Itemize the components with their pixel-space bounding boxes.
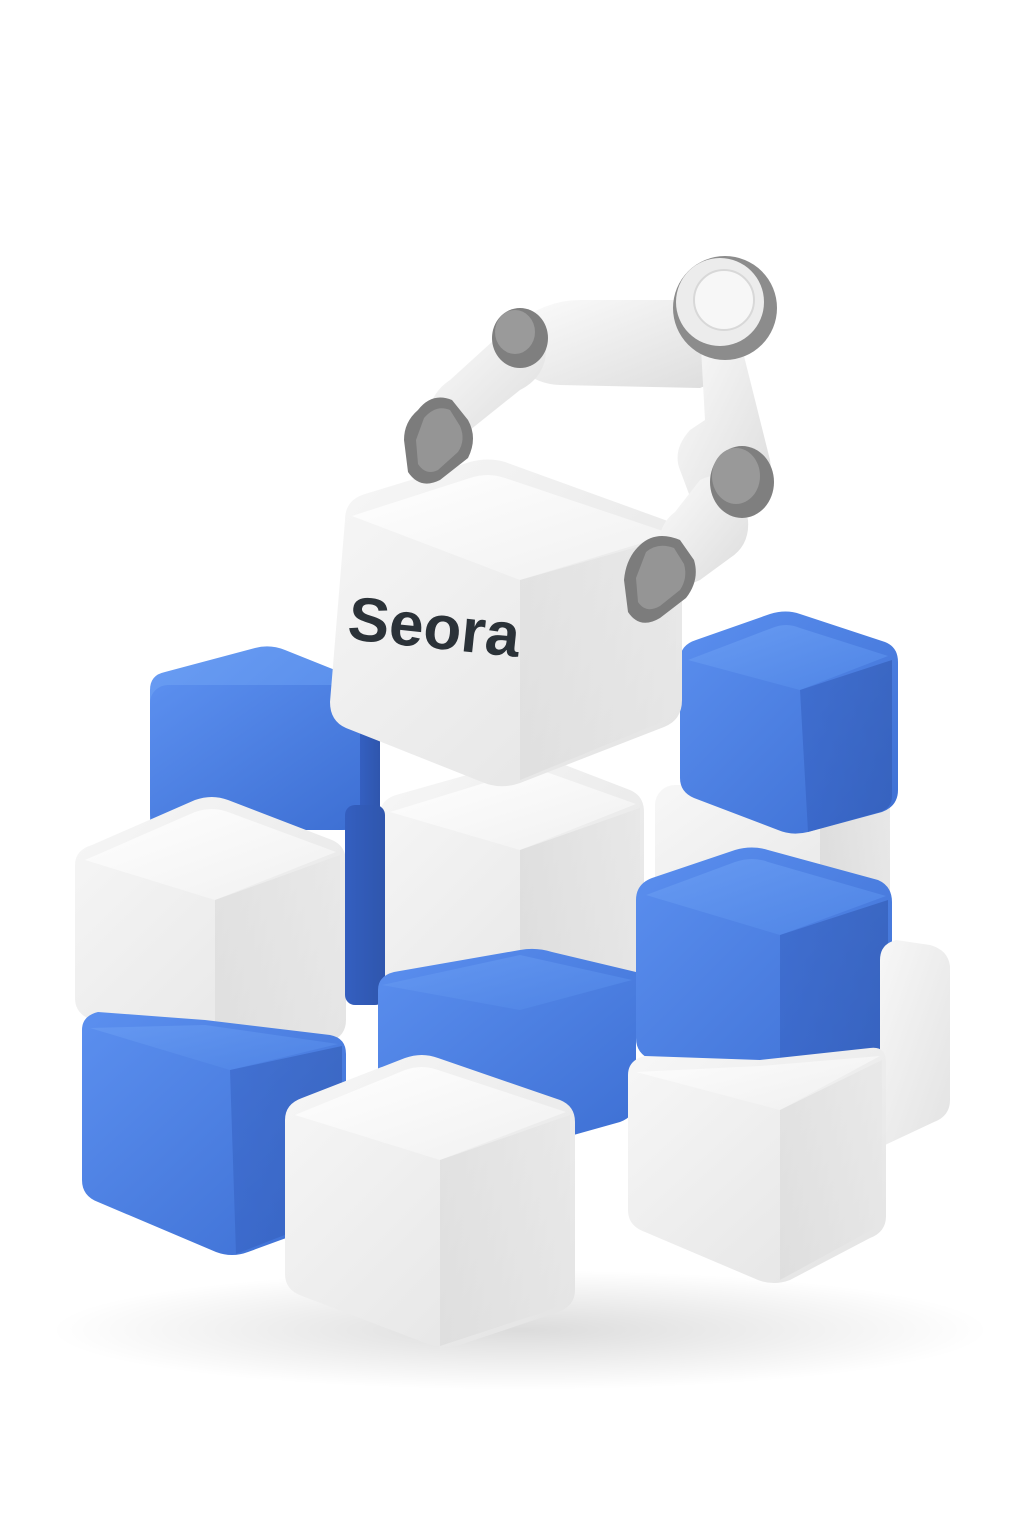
cube-blue-back-left xyxy=(150,646,380,830)
cube-blue-middle-right xyxy=(636,847,892,1101)
arm-joint-shoulder xyxy=(673,256,777,360)
cube-blue-middle-hidden xyxy=(345,805,385,1005)
arm-joint-elbow xyxy=(710,446,774,518)
cube-white-far-right xyxy=(880,940,950,1145)
ground-shadow xyxy=(50,1270,990,1390)
arm-joint-left xyxy=(492,308,548,368)
cube-white-front-right xyxy=(628,1047,886,1283)
cube-white-middle-left xyxy=(75,797,346,1064)
brand-cube: Seora xyxy=(330,459,682,787)
cube-white-front-center xyxy=(285,1055,575,1348)
robotic-arm-icon xyxy=(404,256,777,623)
cube-blue-back-right-top xyxy=(680,611,898,834)
